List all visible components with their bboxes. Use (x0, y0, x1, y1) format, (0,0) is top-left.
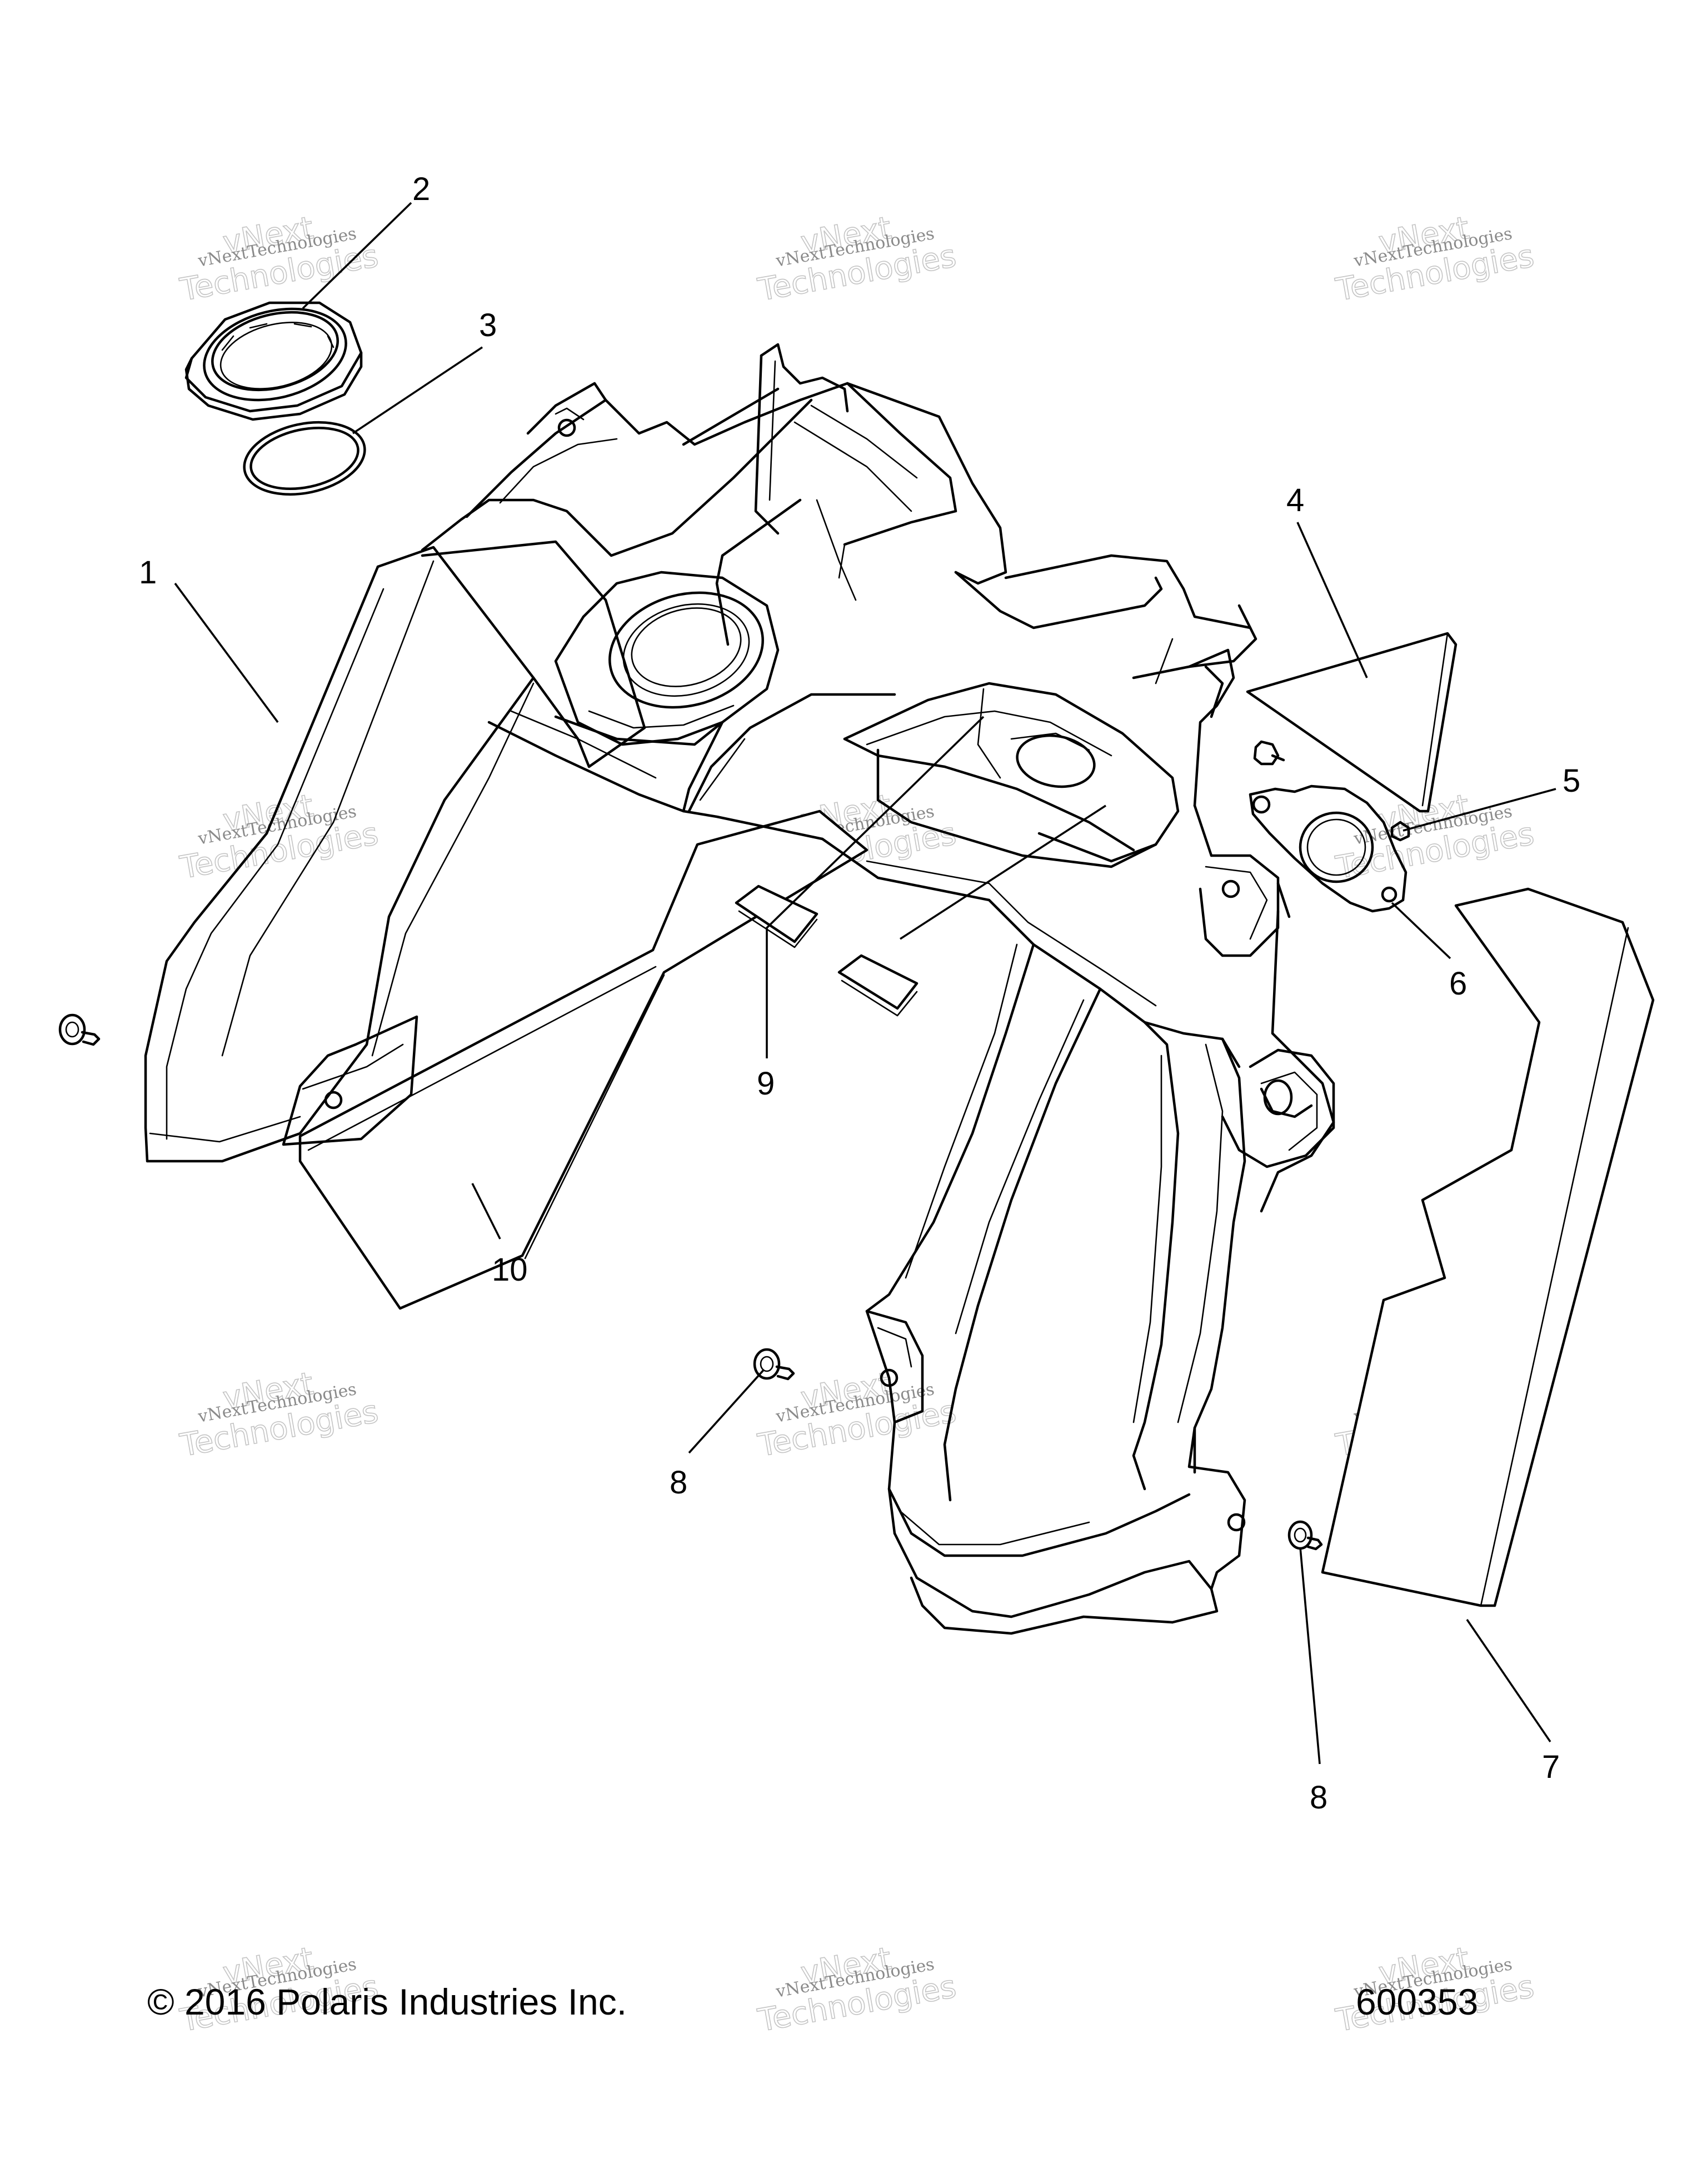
part-3-o-ring (243, 421, 366, 496)
leader-9 (766, 716, 985, 1058)
part-9-foam-pad-a (735, 884, 818, 948)
callout-5: 5 (1563, 763, 1580, 799)
callout-2: 2 (412, 171, 430, 207)
callout-8-right: 8 (1310, 1780, 1327, 1816)
watermark: vNext Technologies vNext Technologies (177, 1365, 381, 1465)
leader-10 (471, 1183, 501, 1240)
watermark: vNext Technologies vNext Technologies (1332, 209, 1537, 309)
callout-6: 6 (1449, 966, 1467, 1002)
callout-4: 4 (1286, 482, 1304, 518)
callout-10: 10 (492, 1252, 528, 1288)
leader-lines (174, 202, 1556, 1765)
callout-labels: 1 2 3 4 5 6 7 8 8 9 10 (139, 171, 1580, 1816)
leader-6 (1391, 902, 1451, 959)
part-1-fuel-tank (144, 343, 1335, 1635)
leader-1 (174, 582, 279, 723)
callout-1: 1 (139, 554, 157, 591)
part-5-screw (1253, 740, 1410, 842)
leader-2 (302, 202, 412, 309)
watermark: vNext Technologies vNext Technologies (177, 209, 381, 309)
leader-8b (1299, 1547, 1321, 1765)
leader-4 (1296, 522, 1368, 678)
callout-9: 9 (757, 1066, 775, 1102)
callout-3: 3 (479, 307, 497, 343)
part-10-left-pad (298, 809, 869, 1310)
copyright-notice: © 2016 Polaris Industries Inc. (147, 1981, 627, 2022)
callout-8-center: 8 (670, 1465, 687, 1501)
part-8-rivet-center (753, 1348, 795, 1381)
leader-5 (1402, 788, 1556, 832)
leader-9b (900, 804, 1106, 940)
callout-7: 7 (1542, 1749, 1560, 1785)
diagram-number: 600353 (1356, 1981, 1479, 2022)
watermark: vNext Technologies vNext Technologies (755, 1940, 959, 2040)
part-2-lock-ring (184, 301, 363, 421)
watermark: vNext Technologies vNext Technologies (755, 1365, 959, 1465)
part-7-right-pad (1321, 887, 1655, 1607)
leader-8a (688, 1368, 765, 1454)
part-6-flange (1249, 784, 1407, 913)
watermark: vNext Technologies vNext Technologies (755, 209, 959, 309)
part-4-triangle-pad (1246, 632, 1458, 813)
leader-7 (1466, 1618, 1551, 1743)
watermark: vNext Technologies vNext Technologies (177, 1940, 381, 2040)
part-8-rivet-left (58, 1013, 101, 1046)
part-8-rivet-right (1287, 1520, 1323, 1551)
watermark: vNext Technologies vNext Technologies (177, 787, 381, 887)
part-9-foam-pad-b (837, 954, 919, 1017)
leader-3 (352, 346, 483, 434)
